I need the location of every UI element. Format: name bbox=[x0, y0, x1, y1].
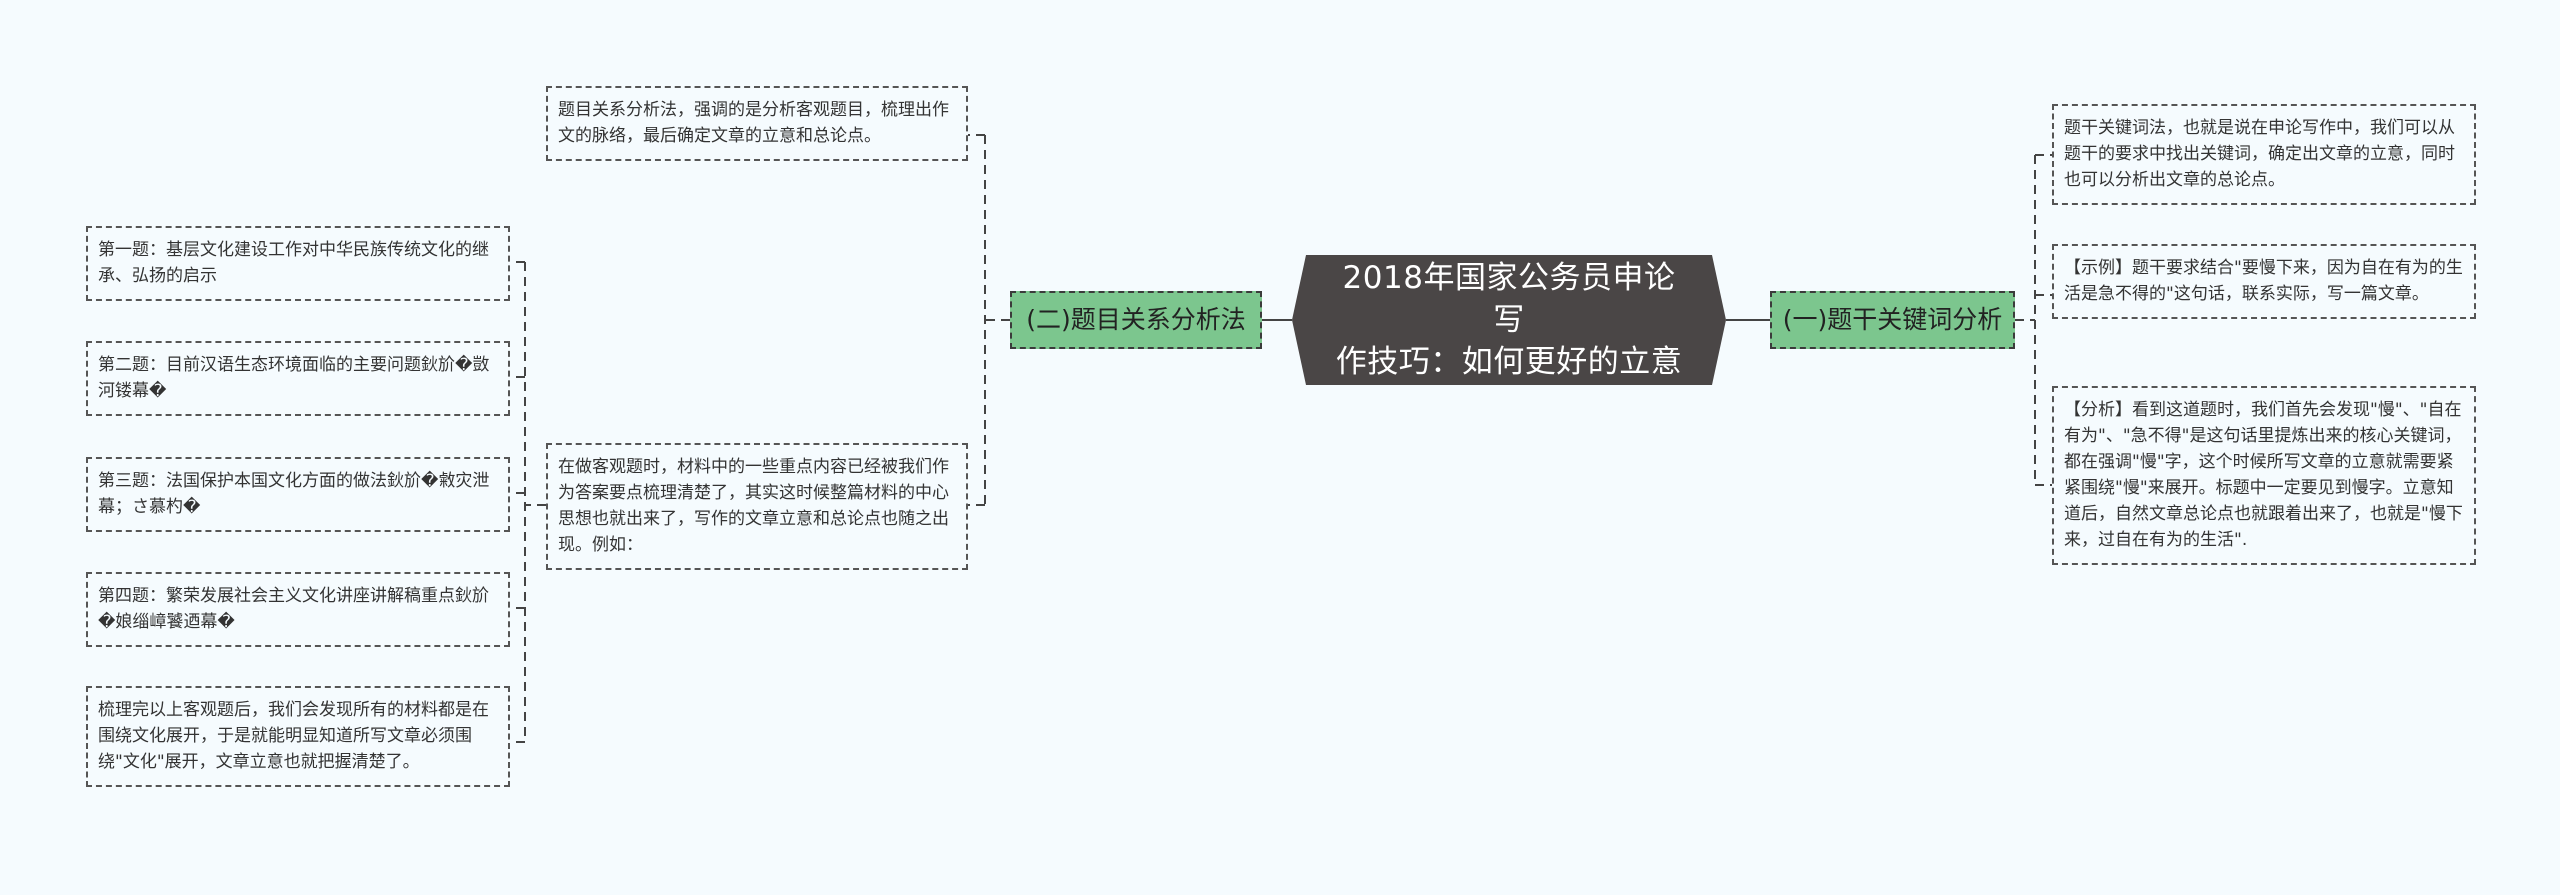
leaf-question-2[interactable]: 第二题：目前汉语生态环境面临的主要问题鈥斺�敳河镂幕� bbox=[86, 341, 510, 416]
leaf-question-3[interactable]: 第三题：法国保护本国文化方面的做法鈥斺�敹灾泄幕；さ慕杓� bbox=[86, 457, 510, 532]
root-title: 2018年国家公务员申论写 作技巧：如何更好的立意 bbox=[1292, 257, 1726, 383]
leaf-keyword-definition[interactable]: 题干关键词法，也就是说在申论写作中，我们可以从题干的要求中找出关键词，确定出文章… bbox=[2052, 104, 2476, 205]
leaf-topic-relation-definition[interactable]: 题目关系分析法，强调的是分析客观题目，梳理出作文的脉络，最后确定文章的立意和总论… bbox=[546, 86, 968, 161]
root-node[interactable]: 2018年国家公务员申论写 作技巧：如何更好的立意 bbox=[1292, 255, 1726, 385]
root-hexagon-shape bbox=[1292, 255, 1726, 385]
leaf-question-4[interactable]: 第四题：繁荣发展社会主义文化讲座讲解稿重点鈥斺�娘缁嶂饕迺幕� bbox=[86, 572, 510, 647]
root-title-line-1: 2018年国家公务员申论写 bbox=[1342, 260, 1676, 338]
branch-keyword-analysis[interactable]: (一)题干关键词分析 bbox=[1770, 291, 2015, 349]
root-title-line-2: 作技巧：如何更好的立意 bbox=[1335, 344, 1683, 380]
leaf-analysis[interactable]: 【分析】看到这道题时，我们首先会发现"慢"、"自在有为"、"急不得"是这句话里提… bbox=[2052, 386, 2476, 565]
leaf-objective-questions-intro[interactable]: 在做客观题时，材料中的一些重点内容已经被我们作为答案要点梳理清楚了，其实这时候整… bbox=[546, 443, 968, 570]
leaf-example[interactable]: 【示例】题干要求结合"要慢下来，因为自在有为的生活是急不得的"这句话，联系实际，… bbox=[2052, 244, 2476, 319]
leaf-question-1[interactable]: 第一题：基层文化建设工作对中华民族传统文化的继承、弘扬的启示 bbox=[86, 226, 510, 301]
leaf-summary-culture[interactable]: 梳理完以上客观题后，我们会发现所有的材料都是在围绕文化展开，于是就能明显知道所写… bbox=[86, 686, 510, 787]
branch-topic-relation-analysis[interactable]: (二)题目关系分析法 bbox=[1010, 291, 1262, 349]
